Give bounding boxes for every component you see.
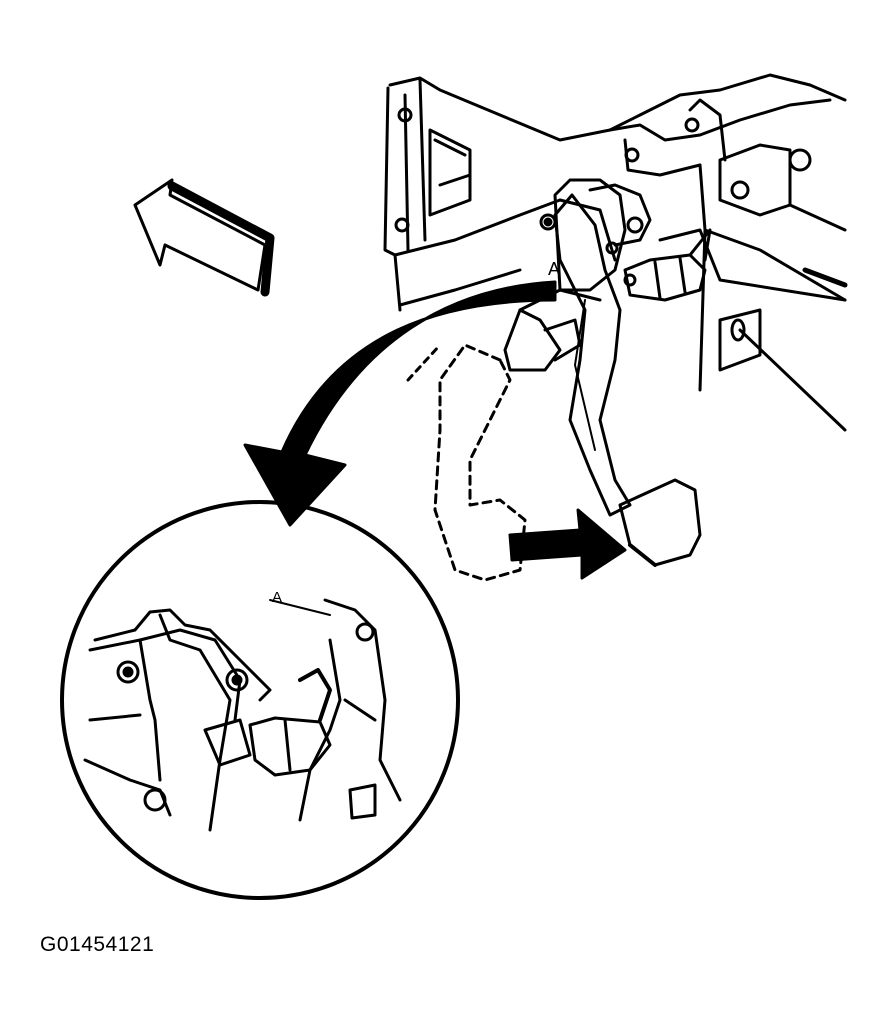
pedal-rest-outline xyxy=(433,343,527,582)
direction-arrow xyxy=(133,178,275,297)
detail-view-content xyxy=(83,598,402,832)
pedal-rest-link xyxy=(406,343,442,382)
figure-id-label: G01454121 xyxy=(40,933,155,956)
pedal-push-arrow xyxy=(508,508,627,580)
detail-view: A xyxy=(60,500,460,900)
detail-callout-letter: A xyxy=(272,589,282,606)
brake-pedal-pad xyxy=(618,478,702,567)
callout-letter: A xyxy=(548,259,560,279)
detail-callout-arrow xyxy=(243,280,557,527)
pedal-bracket xyxy=(503,178,652,372)
firewall-structure xyxy=(383,73,848,432)
brake-light-switch xyxy=(623,228,712,302)
